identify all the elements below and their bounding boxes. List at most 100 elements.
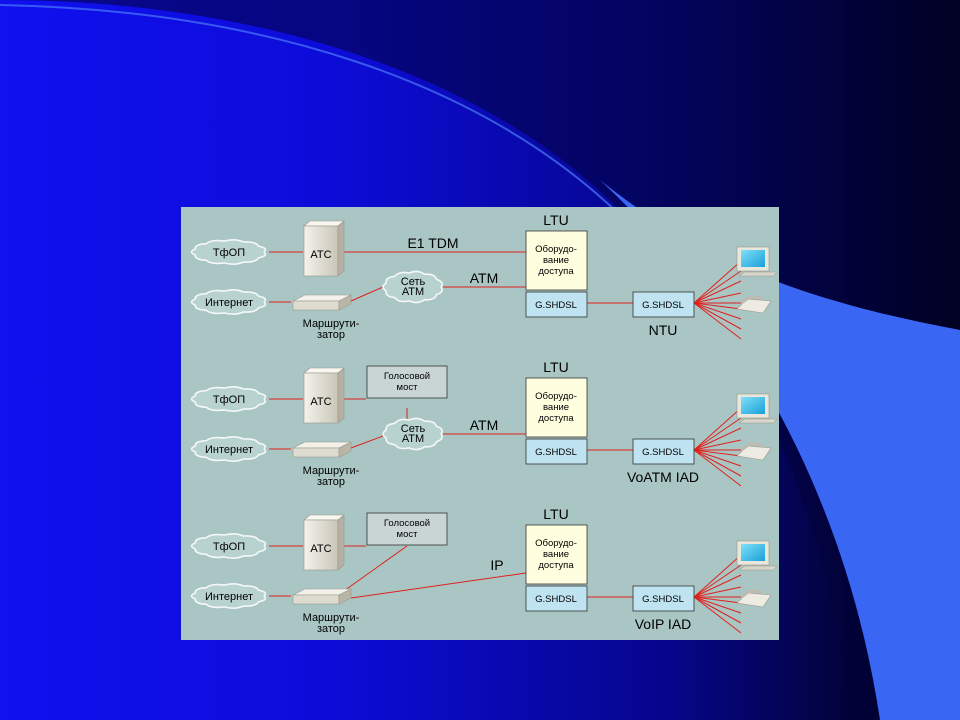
- terminal-fanout-link: [693, 449, 742, 477]
- ltu-port-label: G.SHDSL: [535, 594, 577, 605]
- terminal-fanout-link: [693, 564, 742, 598]
- terminal-fanout-link: [693, 302, 742, 320]
- router-label: Маршрути-: [303, 318, 360, 330]
- router-icon: [292, 294, 352, 311]
- terminal-fanout-link: [693, 449, 742, 487]
- access-equipment-label: доступа: [538, 560, 574, 571]
- atm-cloud-label: Сеть: [401, 276, 426, 288]
- access-equipment-label: вание: [543, 549, 569, 560]
- terminal-fanout-link: [693, 574, 742, 598]
- pstn-cloud-outline: [190, 239, 267, 265]
- ltu-port-label: G.SHDSL: [535, 300, 577, 311]
- exchange-icon-top: [303, 514, 345, 521]
- internet-label: Интернет: [205, 297, 253, 309]
- terminal-fanout-link: [693, 302, 742, 310]
- remote-port-box: [632, 291, 695, 318]
- exchange-label: АТС: [310, 543, 331, 555]
- exchange-icon-front: [303, 519, 339, 571]
- exchange-icon: [303, 367, 345, 424]
- router-to-atm-link: [350, 435, 384, 449]
- pstn-cloud-outline: [190, 533, 267, 559]
- internet-cloud: [190, 436, 267, 462]
- pstn-cloud: [190, 239, 267, 265]
- access-equipment-label: вание: [543, 255, 569, 266]
- router-icon: [292, 588, 352, 605]
- voice-bridge-label: Голосовой: [384, 518, 430, 529]
- diagram-panel: [181, 207, 779, 640]
- atm-cloud-label: Сеть: [401, 423, 426, 435]
- access-equipment-label: Оборудо-: [535, 538, 577, 549]
- terminal-fanout-link: [693, 449, 742, 457]
- exchange-icon: [303, 514, 345, 571]
- internet-label: Интернет: [205, 591, 253, 603]
- computer-icon-screen: [741, 250, 765, 267]
- background-swoosh-edge: [0, 4, 621, 216]
- terminal-fanout-link: [693, 439, 742, 451]
- remote-port-label: G.SHDSL: [642, 594, 684, 605]
- exchange-icon-side: [337, 367, 345, 424]
- atm-cloud: [382, 270, 443, 304]
- atm-cloud-outline: [382, 270, 443, 304]
- pstn-cloud: [190, 533, 267, 559]
- telephone-icon: [736, 442, 772, 461]
- ltu-port-label: G.SHDSL: [535, 447, 577, 458]
- row-2: ТфОПИнтернетАТСМаршрути-заторСетьАТМГоло…: [190, 359, 778, 488]
- pstn-label: ТфОП: [213, 247, 245, 259]
- remote-unit-label: VoATM IAD: [627, 469, 699, 485]
- exchange-label: АТС: [310, 249, 331, 261]
- access-equipment-label: вание: [543, 402, 569, 413]
- computer-icon: [736, 393, 778, 424]
- internet-cloud: [190, 289, 267, 315]
- exchange-icon-side: [337, 220, 345, 277]
- e1-tdm-link-label: E1 TDM: [407, 235, 458, 251]
- ltu-port-box: [525, 291, 588, 318]
- atm-cloud-outline: [382, 417, 443, 451]
- terminal-fanout-link: [693, 407, 742, 451]
- voice-bridge-box: [366, 365, 448, 399]
- telephone-icon-handset: [741, 589, 764, 598]
- ltu-port-box: [525, 585, 588, 612]
- pstn-label: ТфОП: [213, 541, 245, 553]
- exchange-icon-front: [303, 372, 339, 424]
- terminal-fanout-link: [693, 449, 742, 467]
- router-icon: [292, 441, 352, 458]
- router-label: затор: [317, 329, 345, 341]
- router-label: Маршрути-: [303, 612, 360, 624]
- access-equipment-box: [525, 524, 588, 585]
- internet-cloud-outline: [190, 289, 267, 315]
- computer-icon-screen: [741, 544, 765, 561]
- internet-label: Интернет: [205, 444, 253, 456]
- internet-cloud: [190, 583, 267, 609]
- terminal-fanout-link: [693, 596, 742, 634]
- router-icon-front: [292, 447, 340, 458]
- remote-unit-label: NTU: [649, 322, 678, 338]
- router-label: затор: [317, 476, 345, 488]
- router-label: затор: [317, 623, 345, 635]
- router-icon-side: [338, 441, 352, 458]
- voice-bridge-box: [366, 512, 448, 546]
- terminal-fanout-link: [693, 554, 742, 598]
- telephone-icon: [736, 295, 772, 314]
- exchange-icon: [303, 220, 345, 277]
- terminal-fanout-link: [693, 280, 742, 304]
- router-icon-side: [338, 294, 352, 311]
- router-icon-front: [292, 300, 340, 311]
- voice-bridge-label: мост: [397, 382, 419, 393]
- exchange-label: АТС: [310, 396, 331, 408]
- terminal-fanout-link: [693, 596, 742, 624]
- ltu-port-box: [525, 438, 588, 465]
- access-equipment-label: доступа: [538, 266, 574, 277]
- voice-bridge-label: мост: [397, 529, 419, 540]
- access-equipment-label: Оборудо-: [535, 244, 577, 255]
- exchange-icon-top: [303, 367, 345, 374]
- link-type-label: ATM: [470, 417, 499, 433]
- remote-unit-label: VoIP IAD: [635, 616, 692, 632]
- bridge-to-router-link: [340, 545, 408, 594]
- computer-icon-screen: [741, 397, 765, 414]
- link-type-label: IP: [490, 557, 503, 573]
- ltu-label: LTU: [543, 212, 568, 228]
- router-icon-side: [338, 588, 352, 605]
- terminal-fanout-link: [693, 292, 742, 304]
